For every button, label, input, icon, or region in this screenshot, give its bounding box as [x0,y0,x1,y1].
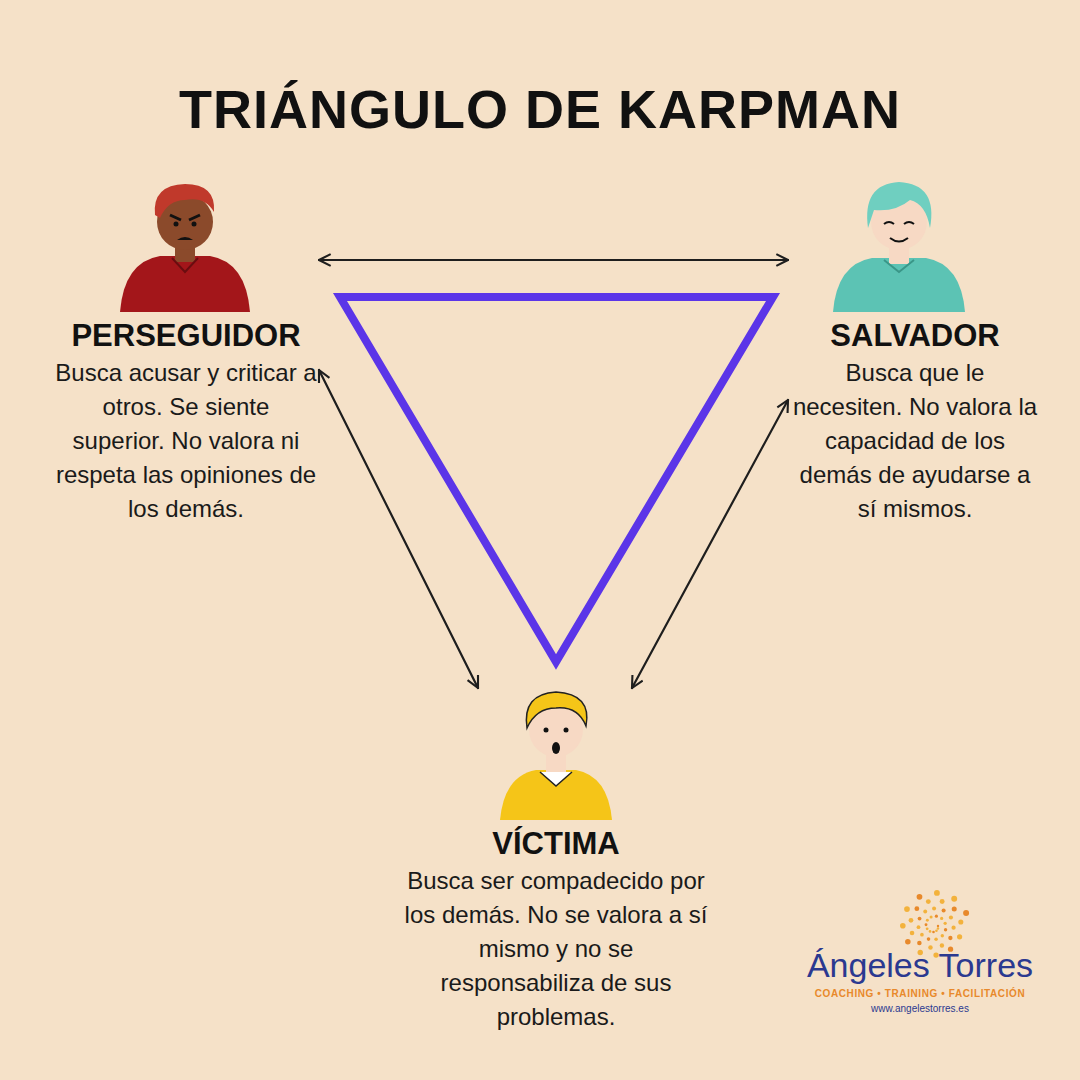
logo-dot [940,917,943,920]
logo-dot [904,906,910,912]
logo-dot [920,933,924,937]
karpman-triangle [340,297,773,662]
role-heading: VÍCTIMA [400,824,712,864]
logo-dot [951,926,955,930]
role-heading: SALVADOR [790,316,1040,356]
logo-dot [957,934,962,939]
double-arrow [632,400,788,688]
persecutor-role: PERSEGUIDORBusca acusar y criticar a otr… [55,180,317,526]
logo-dot [937,925,939,927]
logo-dot [940,899,945,904]
logo-dot [951,896,957,902]
logo-dot [958,919,963,924]
logo-dot [914,906,919,911]
logo-dot [934,938,938,942]
logo-dot [948,936,952,940]
logo-dot [942,908,946,912]
logo-dot [905,939,911,945]
victim-avatar [500,692,612,820]
logo-dot [926,927,929,930]
logo-dot [941,934,944,937]
logo-dot [932,906,936,910]
logo-name: Ángeles Torres [790,946,1050,985]
role-description: Busca ser compadecido por los demás. No … [400,864,712,1034]
logo-dot [963,910,969,916]
logo-dot [944,928,947,931]
title: TRIÁNGULO DE KARPMAN [0,78,1080,140]
logo-dot [910,931,915,936]
logo-url: www.angelestorres.es [790,1003,1050,1014]
logo-dot [926,899,931,904]
role-heading: PERSEGUIDOR [55,316,317,356]
logo-dot [917,925,921,929]
logo-dot [930,915,933,918]
logo-dot [917,941,922,946]
logo-dot [949,915,953,919]
double-arrow [319,259,788,261]
persecutor-avatar [120,184,250,312]
logo-dot [917,894,923,900]
role-description: Busca que le necesiten. No valora la cap… [790,356,1040,526]
logo-dot [923,910,927,914]
logo-dot [929,930,932,933]
logo-dot [935,915,938,918]
logo-dot [934,890,940,896]
logo-dot [932,931,935,934]
role-description: Busca acusar y criticar a otros. Se sien… [55,356,317,526]
logo-dot [952,906,957,911]
logo-dot [925,923,928,926]
logo-dot [918,917,922,921]
rescuer-avatar [833,182,965,312]
logo-dot [927,937,931,941]
rescuer-role: SALVADORBusca que le necesiten. No valor… [790,180,1040,526]
logo-tagline: COACHING • TRAINING • FACILITACIÓN [790,988,1050,999]
logo-dot [935,929,938,932]
double-arrow [319,370,478,688]
logo-dot [944,922,947,925]
logo-dot [900,923,906,929]
logo-dot [909,918,914,923]
logo-dot [926,919,929,922]
logo-dot [937,927,939,929]
victim-role: VÍCTIMABusca ser compadecido por los dem… [400,690,712,1034]
